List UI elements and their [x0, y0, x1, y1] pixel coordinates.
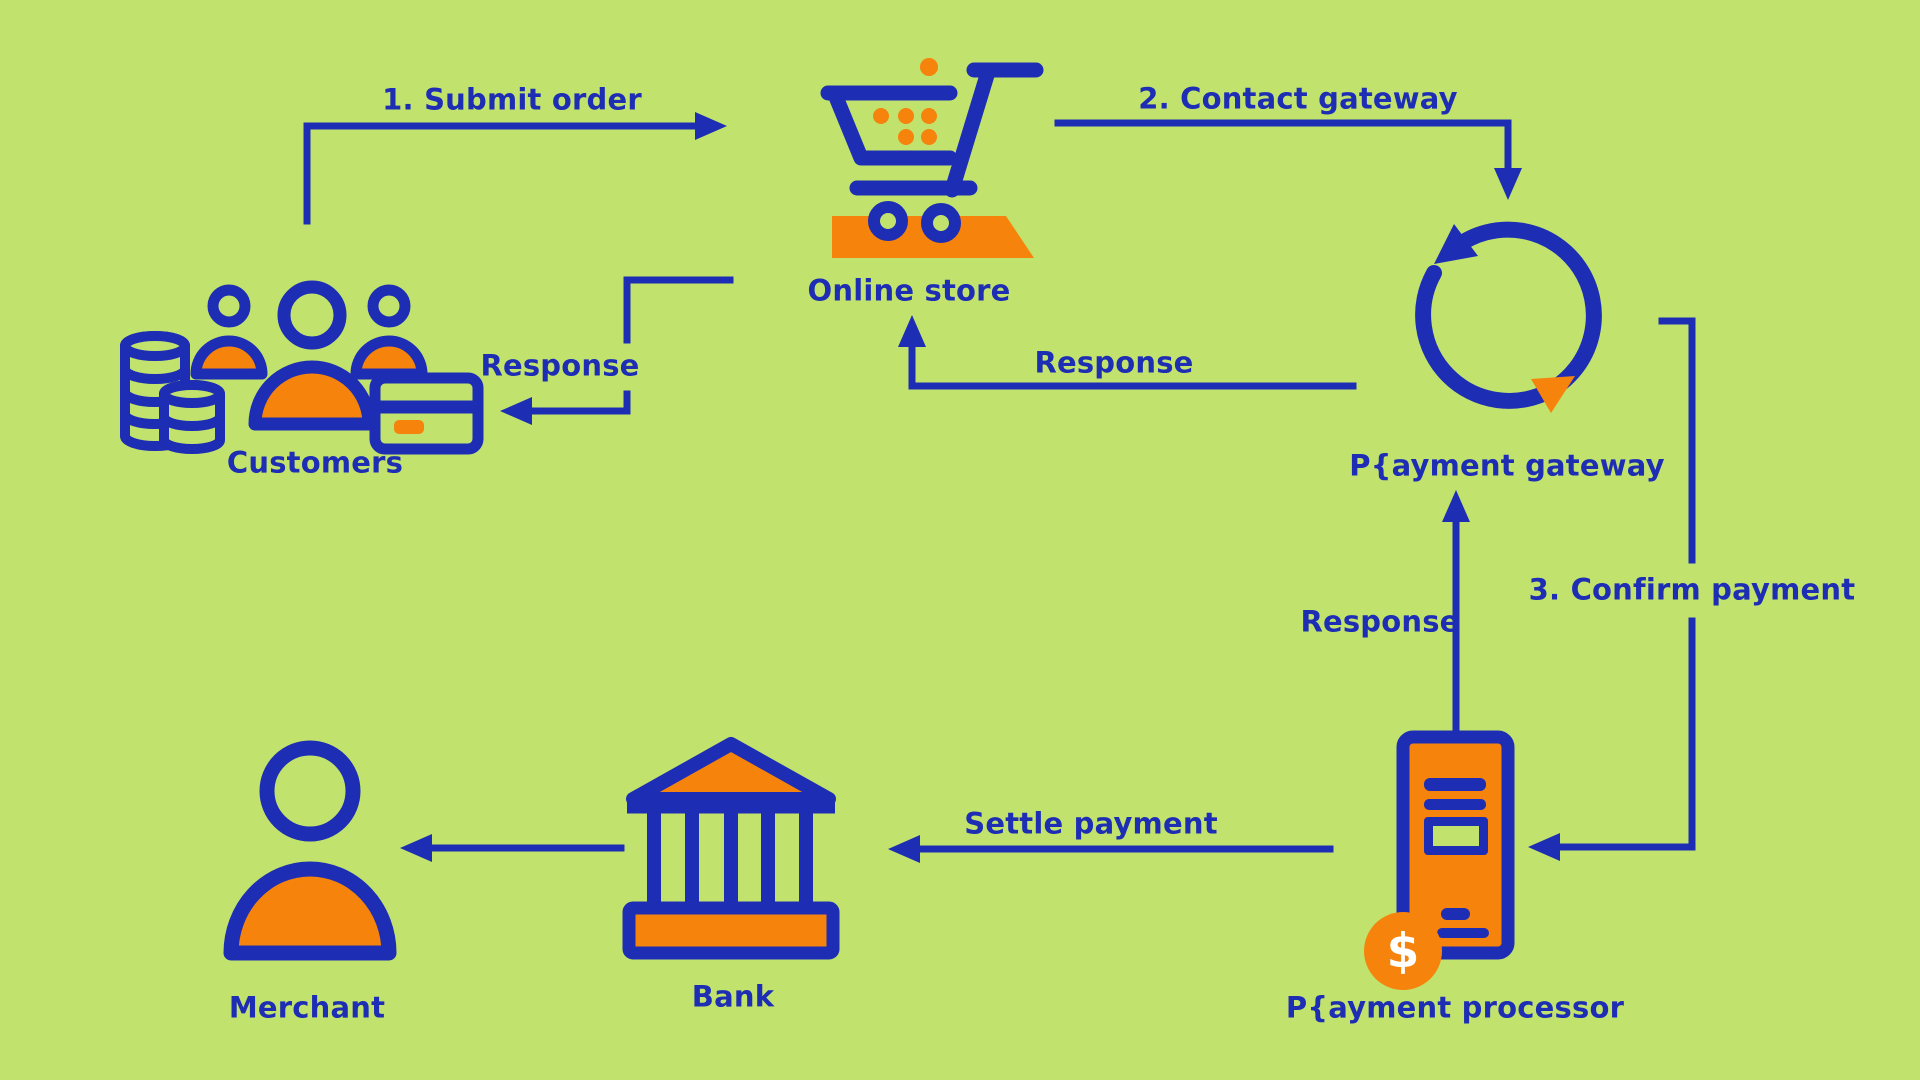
sync-arrows-icon: [1415, 221, 1602, 413]
bank-to-merchant-arrow: [400, 834, 625, 862]
response-to-store-arrow: [898, 315, 1357, 390]
shopping-cart-icon: [820, 58, 1044, 258]
submit-order-arrow: [303, 112, 727, 225]
label-response-customers: Response: [480, 348, 640, 383]
dollar-sign: $: [1387, 924, 1420, 979]
confirm-payment-arrow: [1528, 317, 1696, 861]
label-settle-payment: Settle payment: [964, 806, 1218, 841]
label-contact-gateway: 2. Contact gateway: [1138, 81, 1458, 116]
dollar-coin-icon: $: [1364, 912, 1442, 990]
contact-gateway-arrow: [1054, 119, 1522, 200]
label-bank: Bank: [691, 979, 775, 1014]
customer-person-center-icon: [248, 280, 376, 431]
label-response-gateway: Response: [1300, 604, 1460, 639]
merchant-person-icon: [223, 740, 397, 961]
label-payment-processor: P{ayment processor: [1285, 990, 1625, 1025]
response-to-customers-arrow: [500, 276, 734, 425]
coin-stack-icon: [120, 331, 225, 454]
response-to-gateway-arrow: [1442, 490, 1470, 736]
customers-icon: [120, 280, 484, 455]
credit-card-icon: [369, 372, 484, 455]
label-merchant: Merchant: [228, 990, 386, 1025]
cart-dots: [873, 58, 938, 145]
customer-person-right-icon: [350, 284, 428, 380]
label-customers: Customers: [226, 445, 404, 480]
label-response-store: Response: [1034, 345, 1194, 380]
bank-icon: [622, 737, 840, 960]
label-submit-order: 1. Submit order: [382, 82, 642, 117]
label-confirm-payment: 3. Confirm payment: [1528, 572, 1856, 607]
label-online-store: Online store: [807, 273, 1011, 308]
customer-person-left-icon: [190, 284, 268, 380]
label-payment-gateway: P{ayment gateway: [1349, 448, 1665, 483]
server-icon: $: [1364, 730, 1515, 990]
settle-payment-arrow: [888, 835, 1334, 863]
